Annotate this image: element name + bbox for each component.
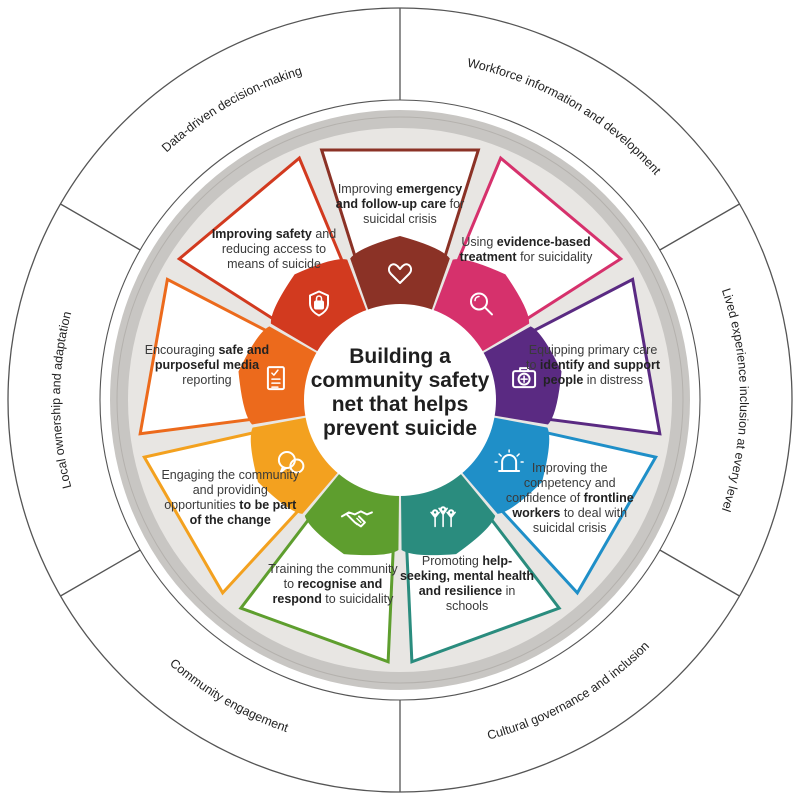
petal-emergency (350, 236, 450, 317)
segment-label-part: for suicidal crisis (363, 196, 465, 226)
heart-icon (387, 263, 413, 284)
center-title-line: net that helps (331, 393, 469, 416)
segment-label-part: help-seeking, mental health and resilien… (399, 554, 535, 599)
center-title-line: community safety (310, 369, 490, 392)
segment-label-part: reporting (182, 373, 232, 388)
segment-label-part: Equipping primary care to (525, 343, 658, 373)
segment-label-frontline: Improving the competency and confidence … (495, 461, 645, 535)
checklist-icon (266, 366, 285, 391)
segment-label-evidence: Using evidence-based treatment for suici… (451, 220, 601, 280)
outer-divider (60, 549, 141, 597)
segment-label-part: and follow-up care (335, 196, 447, 211)
outer-divider (659, 203, 740, 251)
segment-label-part: emergency (396, 181, 463, 196)
segment-label-part: Improving the competency and confidence … (505, 460, 616, 505)
lock-shield-icon (309, 290, 330, 317)
segment-label-part: Using (461, 234, 497, 249)
segment-label-part: in schools (445, 584, 516, 614)
segment-label-part: recognise and respond (272, 576, 383, 606)
segment-label-media: Encouraging safe and purposeful media re… (132, 336, 282, 396)
speech-bubbles-icon (277, 451, 305, 474)
center-title: Building a community safety net that hel… (300, 345, 500, 441)
segment-label-primary-care: Equipping primary care to identify and s… (518, 336, 668, 396)
segment-label-emergency: Improving emergency and follow-up care f… (325, 174, 475, 234)
hub (238, 236, 562, 556)
medical-kit-icon (512, 367, 537, 389)
people-icon (430, 506, 456, 528)
segment-label-safety: Improving safety and reducing access to … (199, 220, 349, 280)
segment-label-engaging: Engaging the community and providing opp… (155, 468, 305, 528)
handshake-icon (340, 510, 373, 528)
center-title-line: Building a (349, 345, 451, 368)
segment-label-training: Training the community to recognise and … (258, 554, 408, 614)
segment-label-part: evidence-based treatment (459, 234, 591, 264)
segment-label-part: safe and purposeful media (154, 343, 270, 373)
siren-icon (494, 449, 524, 472)
segment-label-part: and reducing access to means of suicide (221, 227, 337, 272)
outer-divider (659, 549, 740, 597)
center-title-line: prevent suicide (322, 417, 478, 440)
segment-label-part: to suicidality (321, 591, 394, 606)
segment-label-part: Improving safety (211, 227, 312, 242)
magnifier-icon (469, 292, 493, 316)
outer-divider (60, 203, 141, 251)
icons (266, 263, 537, 528)
segment-label-part: in distress (583, 373, 644, 388)
segment-label-part: Training the community to (268, 561, 398, 591)
segment-label-schools: Promoting help-seeking, mental health an… (392, 554, 542, 614)
segment-label-part: to deal with suicidal crisis (532, 505, 628, 535)
segment-label-part: for suicidality (516, 249, 593, 264)
segment-label-part: Improving (337, 181, 397, 196)
segment-label-part: frontline workers (512, 490, 634, 520)
petal-media (238, 326, 324, 425)
segment-label-part: Encouraging (144, 343, 219, 358)
segment-label-part: identify and support people (539, 358, 661, 388)
segment-label-part: Promoting (421, 554, 483, 569)
segment-label-part: Engaging the community and providing opp… (161, 468, 300, 512)
center-disc (304, 304, 496, 496)
segment-label-part: to be part of the change (189, 498, 297, 527)
